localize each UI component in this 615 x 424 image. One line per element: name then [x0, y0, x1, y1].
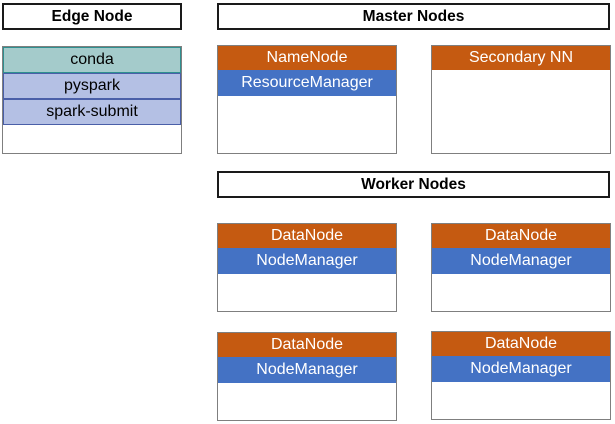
nodemanager-label: NodeManager	[218, 248, 396, 274]
nodemanager-label: NodeManager	[432, 356, 610, 382]
master-primary-node: NameNode ResourceManager	[217, 45, 397, 154]
edge-item-spark-submit: spark-submit	[3, 99, 181, 125]
worker-nodes-title: Worker Nodes	[361, 175, 466, 193]
secondary-nn-label: Secondary NN	[432, 46, 610, 70]
nodemanager-label: NodeManager	[218, 357, 396, 383]
edge-item-pyspark: pyspark	[3, 73, 181, 99]
edge-item-conda: conda	[3, 47, 181, 73]
edge-node-header: Edge Node	[2, 3, 182, 30]
datanode-label: DataNode	[218, 224, 396, 248]
worker-node-3: DataNode NodeManager	[217, 332, 397, 421]
datanode-label: DataNode	[432, 224, 610, 248]
master-secondary-node: Secondary NN	[431, 45, 611, 154]
nodemanager-label: NodeManager	[432, 248, 610, 274]
worker-nodes-header: Worker Nodes	[217, 171, 610, 198]
edge-node-box: conda pyspark spark-submit	[2, 46, 182, 154]
master-nodes-header: Master Nodes	[217, 3, 610, 30]
datanode-label: DataNode	[432, 332, 610, 356]
namenode-label: NameNode	[218, 46, 396, 70]
worker-node-1: DataNode NodeManager	[217, 223, 397, 312]
resourcemanager-label: ResourceManager	[218, 70, 396, 96]
worker-node-4: DataNode NodeManager	[431, 331, 611, 420]
edge-node-title: Edge Node	[51, 7, 133, 25]
datanode-label: DataNode	[218, 333, 396, 357]
worker-node-2: DataNode NodeManager	[431, 223, 611, 312]
master-nodes-title: Master Nodes	[362, 7, 465, 25]
